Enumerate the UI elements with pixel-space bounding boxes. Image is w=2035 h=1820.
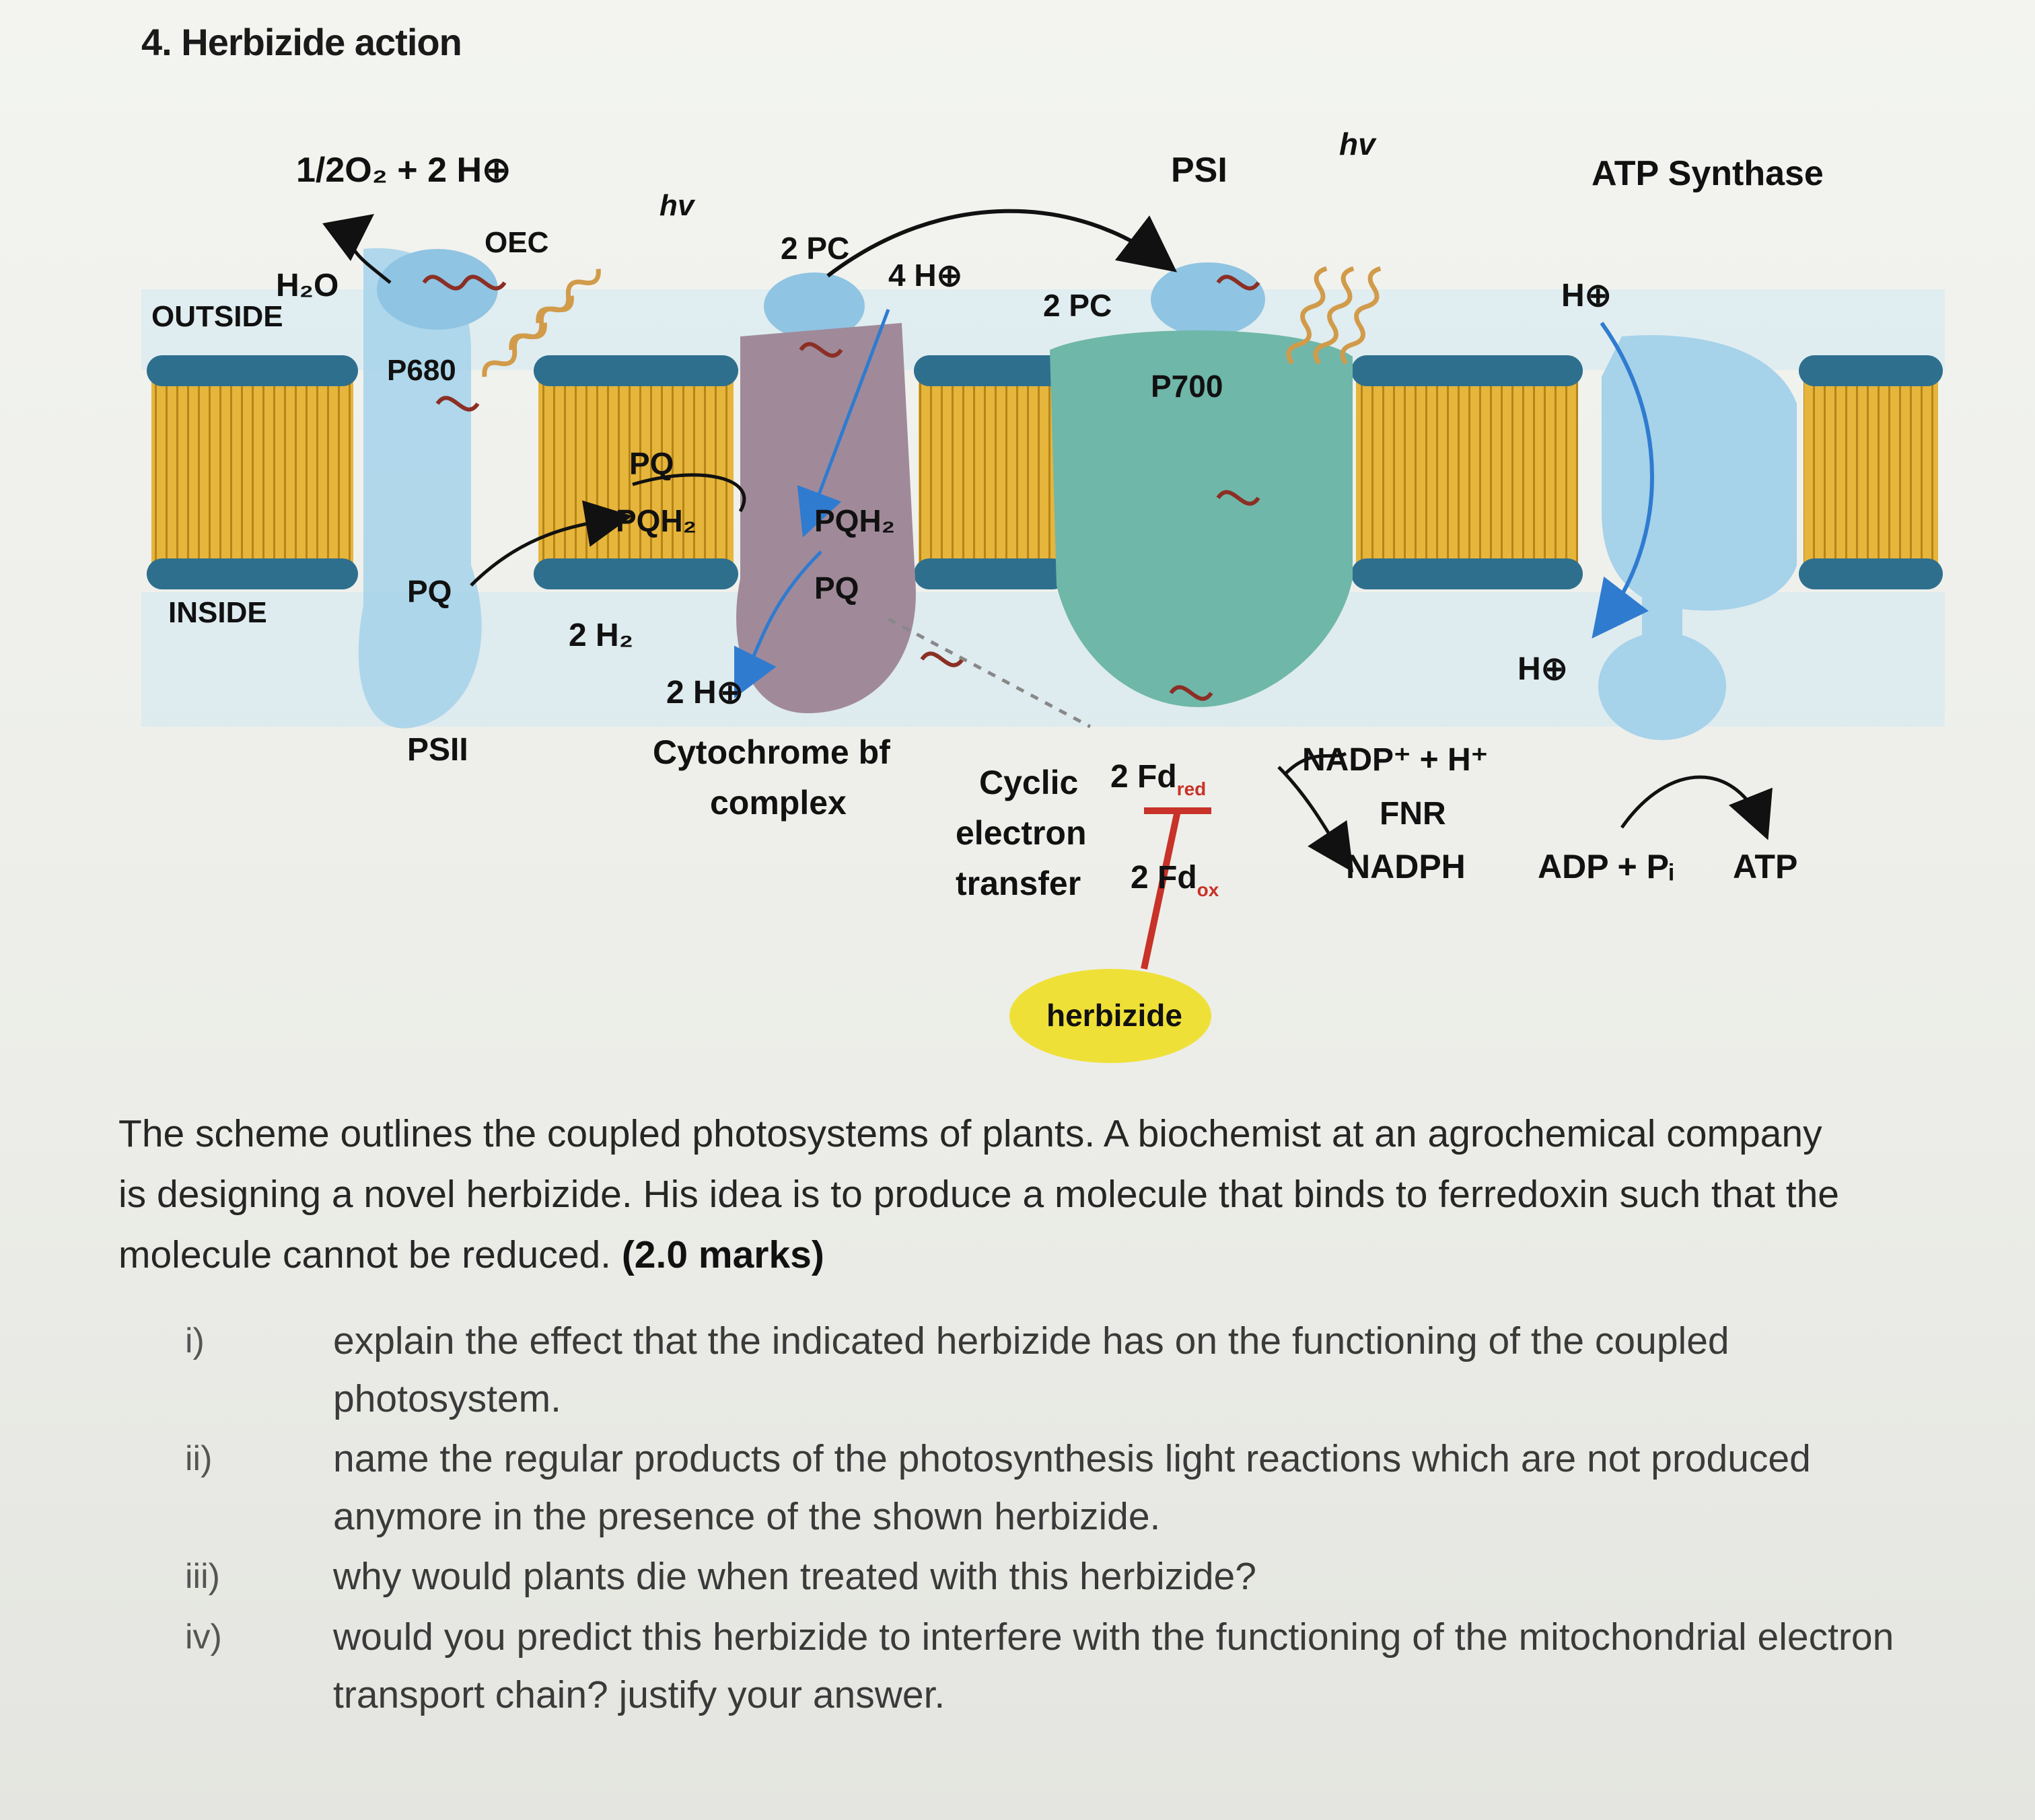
- intro-text: The scheme outlines the coupled photosys…: [118, 1112, 1839, 1276]
- label-water-split: 1/2O₂ + 2 H⊕: [296, 151, 511, 190]
- label-nadp: NADP⁺ + H⁺: [1302, 742, 1488, 778]
- question-number: iii): [185, 1548, 220, 1605]
- label-pqh2-1: PQH₂: [616, 503, 697, 538]
- cytochrome-bf-complex: [736, 272, 916, 713]
- label-pq-2: PQ: [407, 574, 452, 609]
- question-text: why would plants die when treated with t…: [333, 1548, 1935, 1605]
- label-p700: P700: [1151, 369, 1223, 404]
- label-h-outside: H⊕: [1561, 278, 1612, 314]
- question-text: explain the effect that the indicated he…: [333, 1312, 1935, 1428]
- marks-label: (2.0 marks): [622, 1233, 824, 1276]
- label-psi: PSI: [1171, 151, 1227, 190]
- label-fd-red: 2 Fdred: [1110, 759, 1206, 799]
- photosynthesis-scheme: 1/2O₂ + 2 H⊕ H₂O OUTSIDE OEC hv P680 PQ …: [0, 0, 2035, 1090]
- label-cytochrome-2: complex: [710, 784, 847, 822]
- label-psii: PSII: [407, 732, 468, 768]
- label-4h: 4 H⊕: [888, 258, 962, 293]
- label-herbizide: herbizide: [1046, 998, 1182, 1033]
- question-number: i): [185, 1312, 205, 1370]
- question-text: would you predict this herbizide to inte…: [333, 1608, 1935, 1724]
- label-atp-synthase: ATP Synthase: [1592, 154, 1824, 193]
- label-oec: OEC: [485, 226, 548, 259]
- question-intro: The scheme outlines the coupled photosys…: [118, 1103, 1841, 1285]
- label-p680: P680: [387, 354, 456, 387]
- label-cytochrome-1: Cytochrome bf: [653, 733, 890, 771]
- label-2h: 2 H⊕: [666, 675, 744, 711]
- label-2pc-1: 2 PC: [781, 231, 849, 266]
- label-2h2: 2 H₂: [569, 618, 633, 653]
- label-pq-1: PQ: [629, 446, 674, 481]
- label-2pc-2: 2 PC: [1043, 288, 1112, 323]
- question-number: iv): [185, 1608, 222, 1666]
- label-adp: ADP + Pᵢ: [1538, 848, 1674, 885]
- label-atp: ATP: [1733, 848, 1797, 885]
- label-h2o: H₂O: [276, 268, 338, 303]
- label-fd-ox: 2 Fdox: [1131, 860, 1219, 900]
- question-list: i) explain the effect that the indicated…: [0, 1312, 2035, 1783]
- label-cyclic-3: transfer: [956, 865, 1081, 902]
- label-pq-3: PQ: [814, 571, 859, 606]
- label-nadph: NADPH: [1346, 848, 1466, 885]
- label-outside: OUTSIDE: [151, 300, 283, 333]
- label-fnr: FNR: [1380, 796, 1446, 832]
- label-inside: INSIDE: [168, 596, 267, 629]
- label-cyclic-1: Cyclic: [979, 764, 1078, 801]
- label-h-inside: H⊕: [1518, 651, 1568, 687]
- question-number: ii): [185, 1430, 212, 1488]
- label-cyclic-2: electron: [956, 814, 1087, 852]
- label-hv-psi: hv: [1339, 126, 1377, 161]
- label-hv-psii: hv: [659, 189, 696, 222]
- question-text: name the regular products of the photosy…: [333, 1430, 1935, 1545]
- label-pqh2-2: PQH₂: [814, 503, 895, 538]
